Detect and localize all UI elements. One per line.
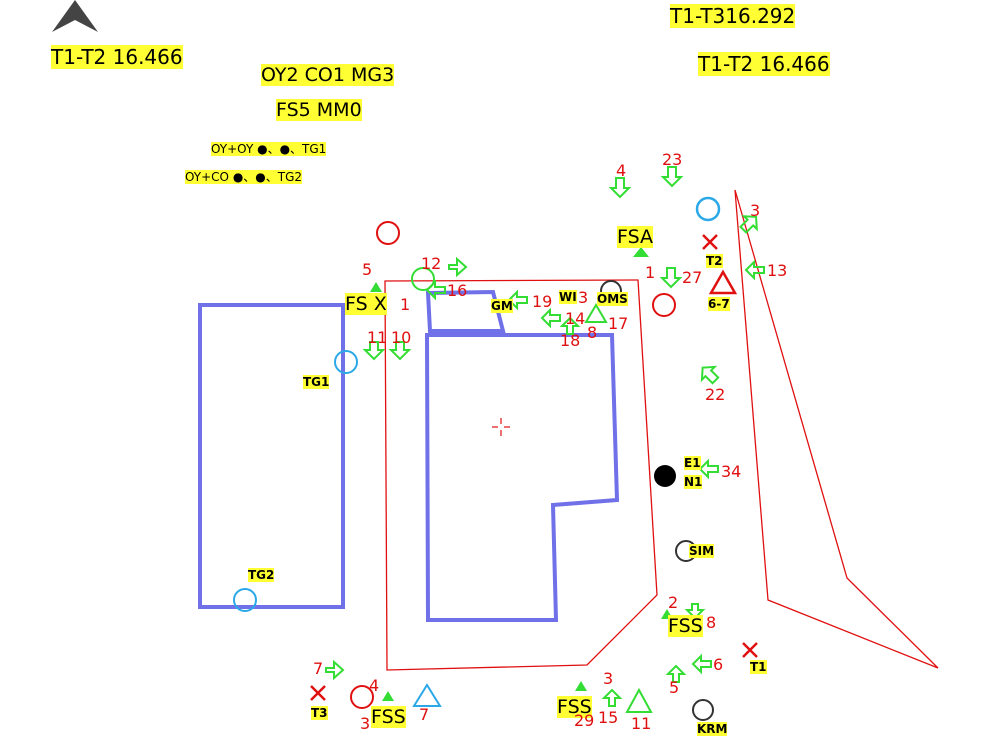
number-label: 11 (367, 328, 388, 347)
triangle-icon[interactable] (584, 303, 608, 323)
number-label: 8 (706, 613, 717, 632)
legend-row-2: OY+CO ●、●、TG2 (185, 170, 303, 184)
label-wi[interactable]: WI (559, 290, 577, 304)
krm-circle-icon[interactable] (692, 699, 714, 721)
number-label: 14 (565, 309, 586, 328)
number-label: 4 (616, 161, 627, 180)
number-label: 1 (645, 263, 656, 282)
label-fss-c[interactable]: FSS (371, 706, 406, 728)
label-t2[interactable]: T2 (706, 254, 723, 268)
number-label: 34 (721, 462, 742, 481)
number-label: 7 (313, 659, 324, 678)
number-label: 16 (447, 281, 468, 300)
number-label: 27 (682, 268, 703, 287)
building-left (198, 303, 345, 609)
number-label: 18 (560, 331, 581, 350)
number-label: 29 (574, 711, 595, 730)
number-label: 23 (662, 150, 683, 169)
number-label: 17 (608, 314, 629, 333)
distance-t1-t2-left: T1-T2 16.466 (51, 45, 183, 69)
label-sim[interactable]: SIM (689, 544, 715, 558)
circle-marker-icon[interactable] (695, 196, 721, 222)
distance-t1-t2-right: T1-T2 16.466 (698, 52, 830, 76)
summary-line-2: FS5 MM0 (276, 99, 362, 121)
north-arrow-icon (52, 0, 98, 32)
label-oms[interactable]: OMS (597, 292, 628, 306)
number-label: 5 (362, 260, 373, 279)
number-label: 11 (631, 714, 652, 733)
number-label: 3 (750, 201, 761, 220)
cross-icon[interactable] (742, 642, 758, 658)
side-boundary (734, 189, 939, 669)
site-boundary (384, 279, 658, 671)
triangle-icon[interactable] (625, 687, 653, 713)
number-label: 3 (603, 669, 614, 688)
building-small (425, 289, 506, 333)
filled-circle-icon[interactable] (654, 465, 676, 487)
number-label: 3 (360, 714, 371, 733)
building-center (424, 333, 620, 622)
number-label: 22 (705, 385, 726, 404)
label-t3[interactable]: T3 (311, 706, 328, 720)
label-t1[interactable]: T1 (750, 660, 767, 674)
triangle-icon[interactable] (708, 269, 738, 295)
label-fss-a[interactable]: FSS (668, 615, 703, 637)
question-circle-icon[interactable] (233, 588, 257, 612)
question-circle-icon[interactable] (376, 221, 400, 245)
label-e1[interactable]: E1 (684, 456, 701, 470)
label-tg1[interactable]: TG1 (303, 375, 330, 389)
question-circle-icon[interactable] (652, 293, 676, 317)
label-tg2[interactable]: TG2 (248, 568, 275, 582)
triangle-icon[interactable] (412, 683, 442, 707)
cross-icon[interactable] (702, 234, 718, 250)
number-label: 15 (598, 708, 619, 727)
number-label: 6 (713, 655, 724, 674)
number-label: 10 (391, 328, 412, 347)
label-6-7[interactable]: 6-7 (708, 297, 730, 311)
number-label: 19 (532, 292, 553, 311)
label-fsx[interactable]: FS X (345, 293, 387, 315)
cross-icon[interactable] (310, 685, 326, 701)
label-fsa[interactable]: FSA (617, 226, 654, 248)
number-label: 1 (400, 295, 411, 314)
label-fss-b[interactable]: FSS (557, 696, 592, 718)
number-label: 7 (419, 705, 430, 724)
question-circle-icon[interactable] (334, 350, 358, 374)
distance-t1-t3: T1-T316.292 (670, 4, 796, 28)
number-label: 8 (587, 323, 598, 342)
green-circle-icon[interactable] (411, 267, 435, 291)
number-label: 4 (369, 676, 380, 695)
number-label: 12 (421, 254, 442, 273)
arrow-icon[interactable] (325, 166, 765, 707)
question-circle-icon[interactable] (350, 685, 374, 709)
number-label: 5 (669, 678, 680, 697)
summary-line-1: OY2 CO1 MG3 (261, 64, 395, 86)
label-n1[interactable]: N1 (684, 475, 703, 489)
number-label: 3 (578, 288, 589, 307)
label-krm[interactable]: KRM (697, 722, 728, 736)
crosshair-icon (492, 418, 510, 436)
number-label: 2 (668, 593, 679, 612)
number-label: 13 (767, 261, 788, 280)
label-gm[interactable]: GM (491, 299, 513, 313)
legend-row-1: OY+OY ●、●、TG1 (211, 142, 327, 156)
